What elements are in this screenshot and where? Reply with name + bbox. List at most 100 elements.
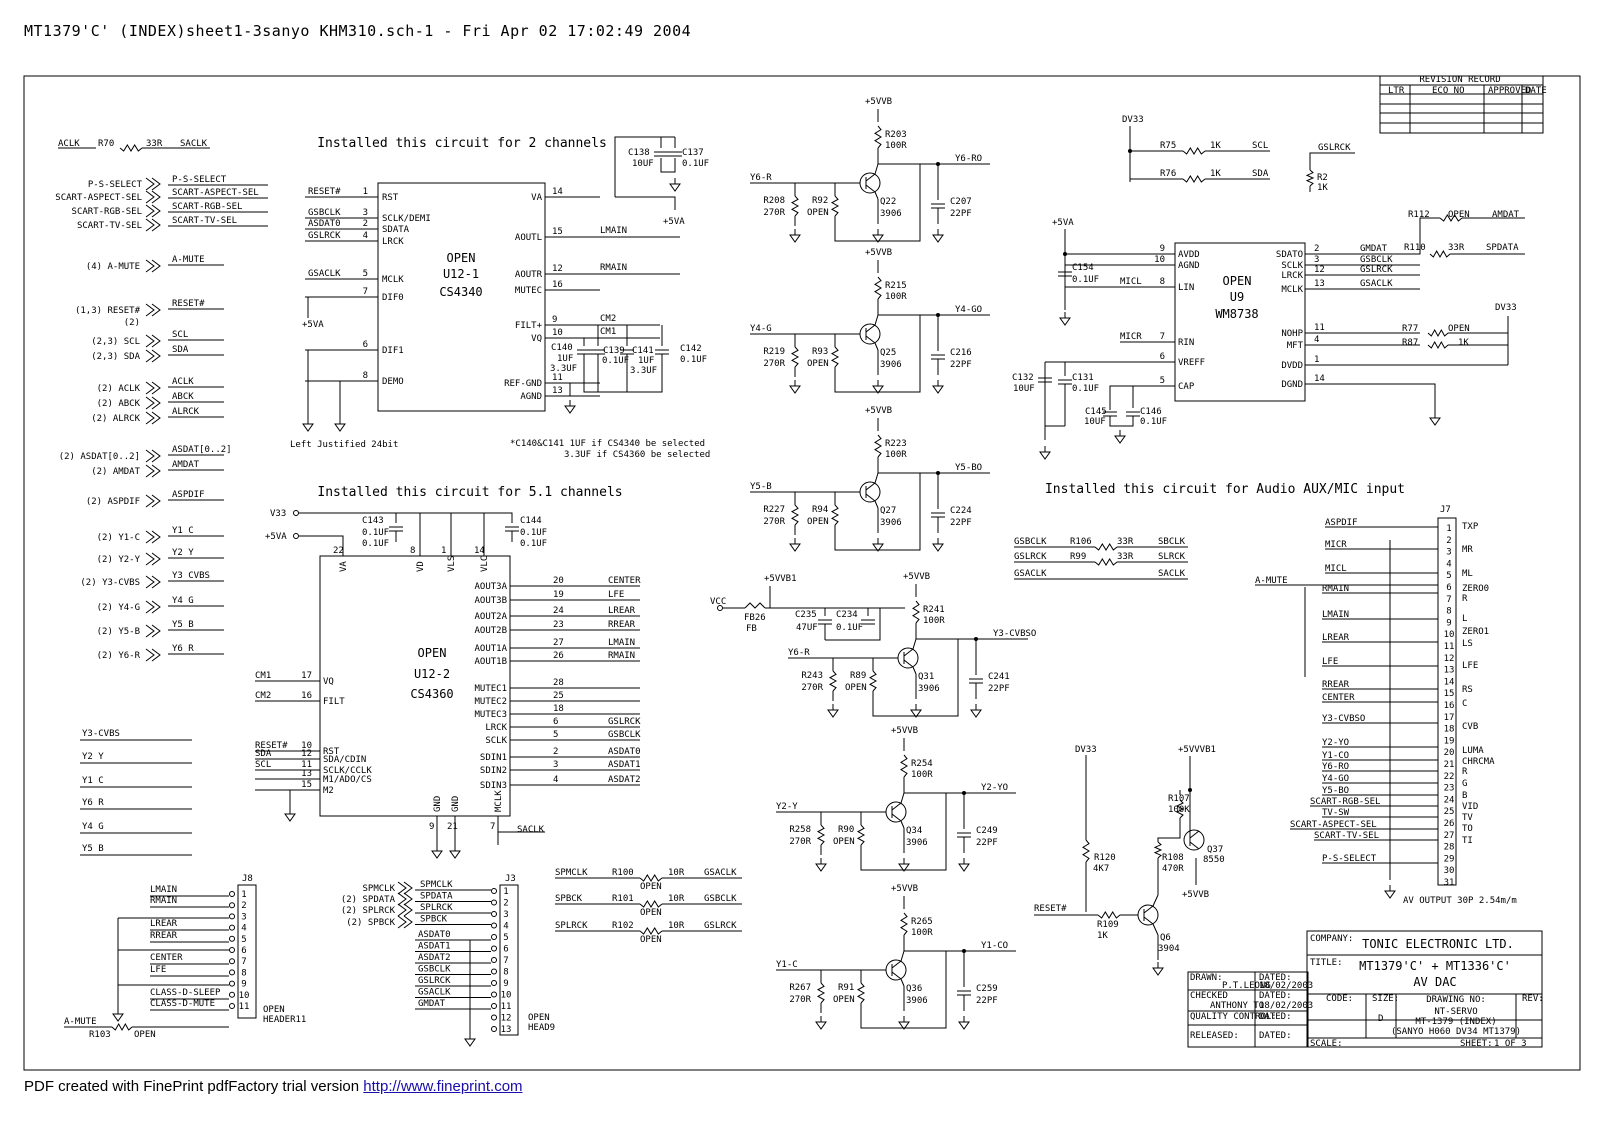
label: Y6-R [788,648,810,658]
label: GSLRCK [418,976,451,986]
ground-symbol [112,1013,124,1022]
pin [491,968,497,975]
label: SPMCLK [420,880,453,890]
label: OPEN [528,1013,550,1023]
label: 3904 [1158,944,1180,954]
wire [860,793,947,871]
label: LREAR [1322,633,1350,643]
label: CS4360 [410,687,453,701]
label: +5VVB [903,572,930,582]
label: C224 [950,506,972,516]
port-chevron [151,575,161,589]
label: (2) Y1-C [97,533,140,543]
label: C216 [950,348,972,358]
label: ECO NO [1432,86,1465,96]
label: 13 [1314,279,1325,289]
ground-symbol [932,385,944,394]
label: Q31 [918,672,934,682]
label: +5VVB1 [764,574,797,584]
label: HEAD9 [528,1023,555,1033]
label: DATED: [1259,1031,1292,1041]
label: Y4-GO [955,305,982,315]
label: 11 [301,760,312,770]
pin-name: VD [416,561,426,572]
label: AOUT3B [474,596,507,606]
label: 24 [553,606,564,616]
label: 270R [789,837,811,847]
ground-symbol [872,234,884,243]
label: ML [1462,569,1473,579]
label: 28 [553,678,564,688]
label: R92 [812,196,828,206]
ground-symbol [302,423,314,432]
label: GSBCLK [308,208,341,218]
terminal [293,533,299,539]
pin-name: VLC [480,556,490,572]
label: TITLE: [1310,958,1343,968]
label: AV OUTPUT 30P 2.54m/m [1403,896,1517,906]
label: LTR [1388,86,1405,96]
transistor-lead [1143,916,1154,925]
label: C144 [520,516,542,526]
label: GSACLK [1360,279,1393,289]
label: +5VVB [865,97,892,107]
label: (2) ASDAT[0..2] [59,452,140,462]
label: 22PF [950,518,972,528]
label: RST [323,747,340,757]
label: 9 [503,979,508,989]
label: 2 [363,219,368,229]
wire [834,315,921,393]
ground-symbol [910,709,922,718]
label: VID [1462,802,1478,812]
label: (2) SPBCK [346,918,395,928]
label: Y3-CVBSO [993,629,1036,639]
label: (1,3) RESET# [75,306,141,316]
pin [491,922,497,929]
label: 16 [301,691,312,701]
label: 3 [1314,255,1319,265]
resistor [868,670,878,692]
wire [497,831,545,845]
label: ASDAT2 [608,775,641,785]
label: SCART-TV-SEL [77,221,142,231]
label: MFT [1287,341,1304,351]
port-chevron [145,381,155,395]
label: MICR [1325,540,1347,550]
label: U9 [1230,290,1244,304]
ground-symbol [1039,451,1051,460]
label: OPEN [845,683,867,693]
label: CVB [1462,722,1478,732]
label: Y3-CVBS [82,729,120,739]
label: 13 [301,769,312,779]
label: 7 [363,287,368,297]
label: 100R [885,292,907,302]
label: SCLK [485,736,507,746]
label: 1K [1458,338,1469,348]
label: DGND [1281,380,1303,390]
label: 1 [441,546,446,556]
port-chevron [151,600,161,614]
resistor [1094,543,1118,551]
label: P-S-SELECT [1322,854,1377,864]
label: 1 [1314,355,1319,365]
label: C131 [1072,373,1094,383]
label: 22 [1444,772,1455,782]
label: 100R [911,928,933,938]
label: 1 [1446,524,1451,534]
footer-link[interactable]: http://www.fineprint.com [363,1078,523,1095]
label: 18 [553,704,564,714]
label: AMDAT [172,460,200,470]
label: 1UF [557,354,573,364]
resistor [874,276,882,300]
label: R107 [1168,794,1190,804]
port-chevron [145,411,155,425]
label: U12-1 [443,267,479,281]
label: Y5 B [82,844,104,854]
label: R75 [1160,141,1176,151]
w [744,602,766,609]
label: 12 [301,749,312,759]
label: Q27 [880,506,896,516]
port-chevron [397,915,407,929]
label: CM1 [255,671,271,681]
